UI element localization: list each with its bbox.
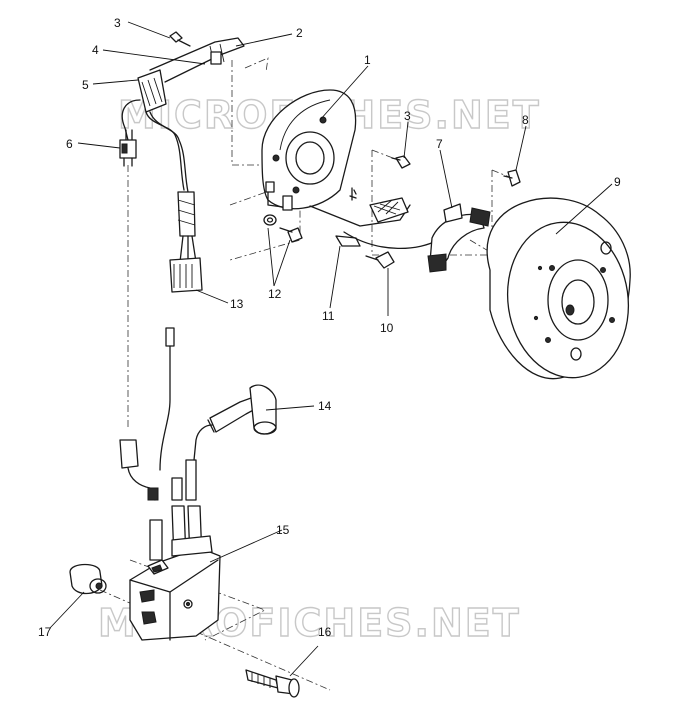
ignition-coil-block [129,535,221,641]
callout-6: 6 [66,137,73,151]
ignition-wiring [119,327,213,561]
callout-13: 13 [230,297,244,311]
fasteners [169,31,521,269]
rubber-cap [69,563,107,595]
callout-10: 10 [380,321,394,335]
callout-labels: 1 2 3 3 4 5 6 7 8 9 10 11 12 13 14 15 16… [38,16,621,639]
callout-7: 7 [436,137,443,151]
callout-17: 17 [38,625,52,639]
pulser-coil [427,203,491,273]
callout-8: 8 [522,113,529,127]
callout-5: 5 [82,78,89,92]
callout-3-top: 3 [114,16,121,30]
callout-12: 12 [268,287,282,301]
wire-harness [121,37,245,293]
callout-16: 16 [318,625,332,639]
connector-6 [119,129,137,167]
callout-4: 4 [92,43,99,57]
callout-14: 14 [318,399,332,413]
callout-9: 9 [614,175,621,189]
callout-15: 15 [276,523,290,537]
leader-lines [49,21,613,677]
callout-11: 11 [322,309,335,323]
flywheel [486,197,631,380]
callout-3-mid: 3 [404,109,411,123]
spark-plug-cap [207,384,277,435]
bolt-16 [245,669,300,698]
stator-plate [261,89,357,211]
callout-1: 1 [364,53,371,67]
callout-2: 2 [296,26,303,40]
